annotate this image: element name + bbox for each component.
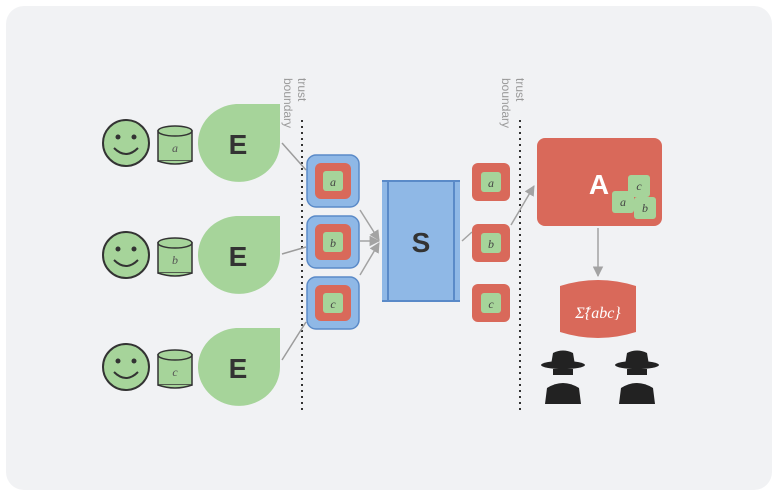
edge-encoder2-input [281,246,307,255]
encoder-node: E [198,104,280,182]
encoder-node: E [198,328,280,406]
smiley-icon [102,119,150,167]
encoder-label: E [229,353,248,384]
analyzer-item-label: b [642,201,648,215]
user-row-2: b E [102,216,280,294]
edge-input-a-shuffler [359,209,380,241]
trust-boundary-label-left: trust boundary [281,78,309,128]
database-data-label: a [172,141,178,155]
edge-outputs-analyzer [510,185,535,226]
input-label: c [330,297,336,311]
edge-encoder3-input [281,321,307,361]
shuffled-output-b: b [472,224,510,262]
trust-label-word: trust [513,78,527,102]
analyzer-node: A a c b [537,138,662,226]
encrypted-input-c: c [306,276,360,330]
encrypted-input-a: a [306,154,360,208]
database-icon: a [157,125,193,165]
aggregate-result-label: Σ̃{abc} [574,305,621,322]
smiley-icon [102,343,150,391]
result-banner: Σ̃{abc} [560,280,636,338]
trust-boundary-label-right: trust boundary [499,78,527,128]
analyzer-item-label: c [636,179,642,193]
spy-icon [541,350,585,404]
edge-shuffler-outputs [461,231,473,242]
analyzer-label: A [589,169,609,200]
input-label: b [330,236,336,250]
encoder-label: E [229,129,248,160]
output-label: c [488,297,494,311]
database-icon: c [157,349,193,389]
database-data-label: c [172,365,178,379]
database-icon: b [157,237,193,277]
encoder-node: E [198,216,280,294]
shuffler-node: S [382,180,460,302]
smiley-icon [102,231,150,279]
boundary-label-word: boundary [499,78,513,128]
analyzer-item-label: a [620,195,626,209]
edge-encoder1-input [281,142,307,171]
output-label: b [488,237,494,251]
user-row-3: c E [102,328,280,406]
shuffled-output-c: c [472,284,510,322]
encrypted-input-b: b [306,215,360,269]
user-row-1: a E [102,104,280,182]
output-label: a [488,176,494,190]
encoder-label: E [229,241,248,272]
shuffled-output-a: a [472,163,510,201]
trust-label-word: trust [295,78,309,102]
spy-icon [615,350,659,404]
database-data-label: b [172,253,178,267]
shuffler-label: S [412,227,431,258]
edge-input-c-shuffler [359,242,380,276]
boundary-label-word: boundary [281,78,295,128]
input-label: a [330,175,336,189]
